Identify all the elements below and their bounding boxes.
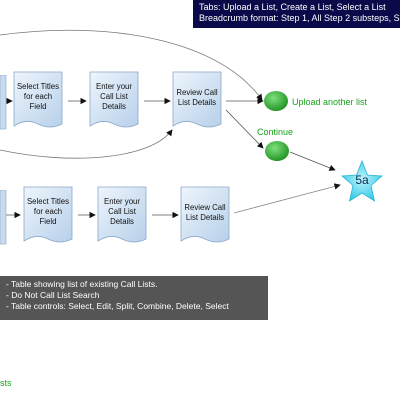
table-note: - Table showing list of existing Call Li… (0, 276, 268, 320)
step-label-line: Select Titles (16, 82, 60, 91)
step-label-line: Call List (108, 207, 136, 216)
arc-from-left (0, 129, 173, 159)
step-label-line: Review Call (184, 203, 226, 212)
table-note-line3: - Table controls: Select, Edit, Split, C… (6, 301, 229, 311)
star-label: 5a (355, 173, 369, 187)
table-note-line2: - Do Not Call List Search (6, 290, 100, 300)
step-label-line: Details (102, 102, 126, 111)
table-note-line1: - Table showing list of existing Call Li… (6, 279, 158, 289)
arrow-review-continue (225, 109, 264, 149)
tabs-note-line1: Tabs: Upload a List, Create a List, Sele… (199, 2, 386, 12)
step-label-line: Field (39, 217, 57, 226)
cutoff-document-icon (0, 75, 7, 130)
upload-another-link[interactable]: Upload another list (292, 97, 368, 107)
step-label-line: Review Call (176, 88, 218, 97)
document-icon (23, 186, 73, 243)
arc-to-upload (0, 29, 263, 101)
top-step-enter-details: Enter your Call List Details (88, 70, 144, 132)
document-icon (97, 186, 147, 243)
step-label-line: for each (33, 207, 63, 216)
star-icon (341, 159, 383, 202)
bottom-step-review-details: Review Call List Details (179, 185, 235, 247)
document-icon (180, 186, 230, 243)
step-label-line: for each (23, 92, 53, 101)
arrow-review-star (233, 183, 341, 214)
bottom-fragment-text[interactable]: sts (0, 378, 12, 388)
bottom-step-select-titles: Select Titles for each Field (22, 185, 78, 247)
document-icon (172, 71, 222, 128)
step-label-line: Call List (100, 92, 128, 101)
tabs-note-line2: Breadcrumb format: Step 1, All Step 2 su… (199, 13, 400, 23)
step-label-line: List Details (177, 98, 217, 107)
upload-another-ball[interactable] (263, 90, 289, 112)
step-label-line: Select Titles (26, 197, 70, 206)
continue-link[interactable]: Continue (257, 127, 294, 137)
step-label-line: Enter your (104, 197, 140, 206)
arrow-continue-star (289, 151, 336, 171)
top-step-review-details: Review Call List Details (171, 70, 227, 132)
continue-ball[interactable] (264, 140, 290, 162)
step-label-line: Details (110, 217, 134, 226)
tabs-note: Tabs: Upload a List, Create a List, Sele… (193, 0, 400, 28)
cutoff-document-icon (0, 190, 7, 245)
step-label-line: List Details (185, 213, 225, 222)
step-label-line: Field (29, 102, 47, 111)
top-step-select-titles: Select Titles for each Field (12, 70, 68, 132)
document-icon (13, 71, 63, 128)
document-icon (89, 71, 139, 128)
bottom-step-enter-details: Enter your Call List Details (96, 185, 152, 247)
step-label-line: Enter your (96, 82, 132, 91)
step-5a-star[interactable]: 5a (339, 159, 385, 205)
